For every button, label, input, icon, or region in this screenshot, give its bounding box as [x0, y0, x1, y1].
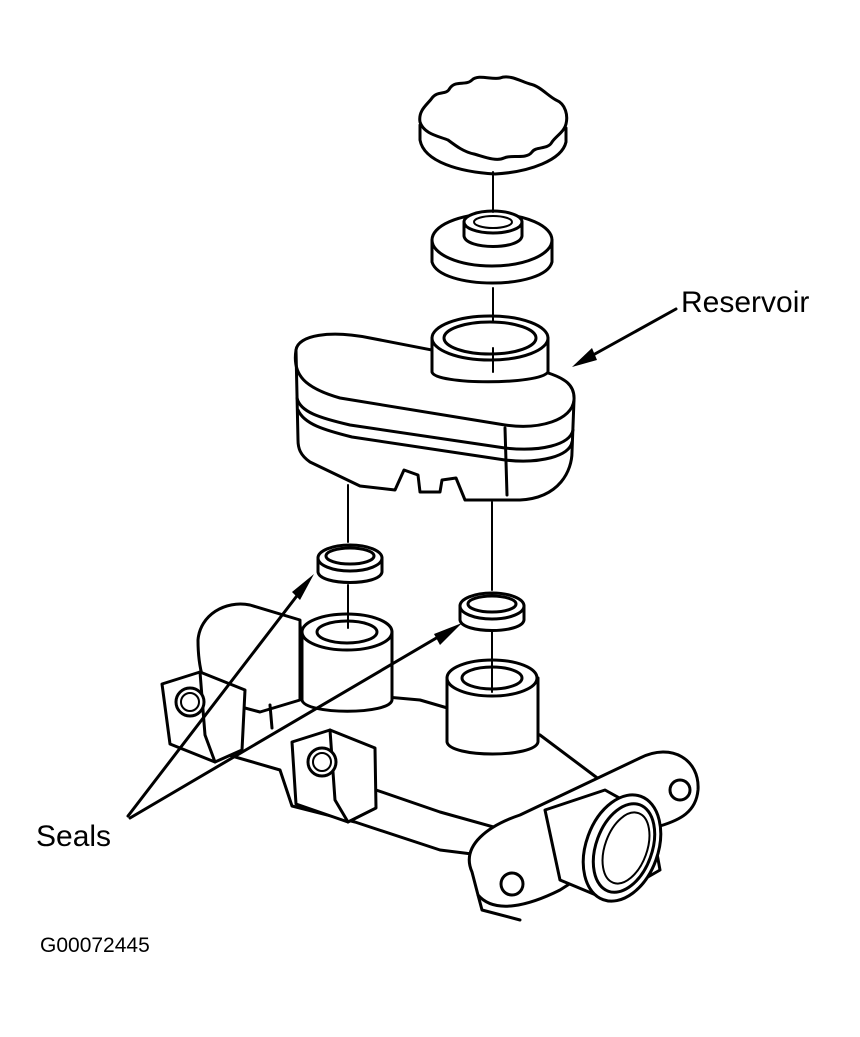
assembly-lines — [347, 171, 494, 693]
figure-code: G00072445 — [40, 934, 150, 957]
reservoir-cap — [418, 75, 569, 176]
reservoir — [293, 314, 576, 502]
reservoir-label: Reservoir — [681, 286, 810, 319]
cap-diaphragm — [430, 209, 554, 285]
seals-label: Seals — [36, 820, 112, 853]
mounting-flange — [468, 750, 700, 922]
front-seal — [458, 591, 526, 632]
seals-leader-arrows — [126, 574, 462, 820]
rear-port-boss — [300, 612, 394, 713]
rear-seal — [316, 543, 384, 584]
reservoir-leader-arrow — [572, 307, 678, 367]
